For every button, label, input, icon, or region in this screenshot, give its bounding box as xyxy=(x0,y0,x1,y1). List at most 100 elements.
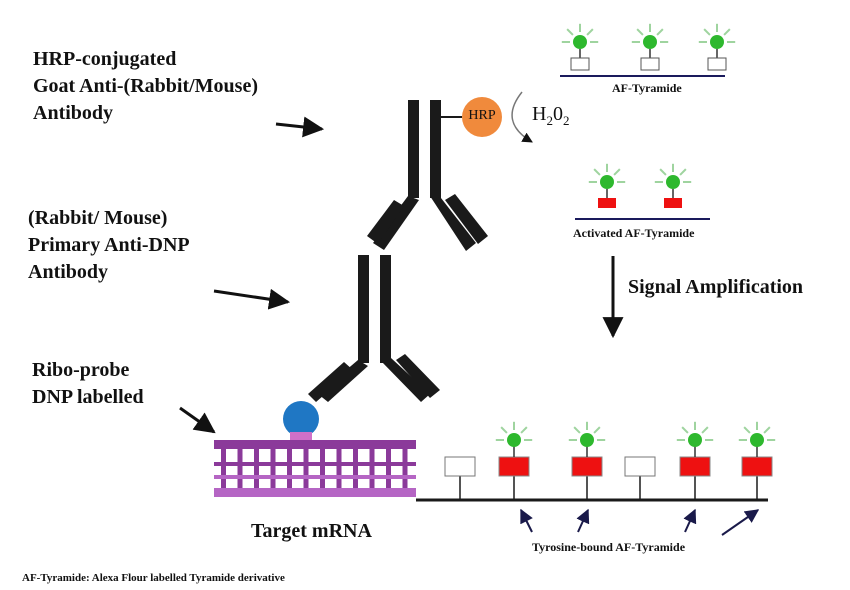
secondary-line-3: Antibody xyxy=(33,102,114,124)
tyramide-box xyxy=(741,456,773,477)
bound-af-tyramide xyxy=(738,421,776,500)
tyramide-box xyxy=(624,456,656,477)
bound-af-tyramide xyxy=(495,421,533,500)
mrna-rung xyxy=(303,449,309,488)
mrna-rung xyxy=(402,449,408,488)
fluorophore xyxy=(495,421,533,447)
mrna-rung xyxy=(237,449,243,488)
riboprobe-arrow xyxy=(179,406,216,434)
dnp-label xyxy=(283,401,319,437)
emission-ray xyxy=(681,426,689,434)
mrna-rung xyxy=(336,449,342,488)
signal-amplification-label: Signal Amplification xyxy=(628,276,804,298)
tyramide-box xyxy=(640,57,660,71)
fluor-dot xyxy=(573,35,587,49)
activated-af-tyramide-label: Activated AF-Tyramide xyxy=(573,226,695,240)
secondary-line-2: Goat Anti-(Rabbit/Mouse) xyxy=(33,75,258,97)
mrna-rung xyxy=(221,449,226,488)
secondary-line-1: HRP-conjugated xyxy=(33,48,177,70)
fluor-dot xyxy=(643,35,657,49)
fluorophore xyxy=(654,163,692,189)
bound-arrow xyxy=(576,508,590,533)
h2o2-text: H202 xyxy=(532,103,569,129)
emission-ray xyxy=(743,426,751,434)
mrna-rung xyxy=(369,449,375,488)
secondary-antibody xyxy=(367,100,488,251)
fluorophore xyxy=(631,23,669,49)
emission-ray xyxy=(586,28,594,36)
tyramide-box xyxy=(444,456,476,477)
primary-antibody-label: (Rabbit/ Mouse) Primary Anti-DNP Antibod… xyxy=(28,205,190,286)
fluor-dot xyxy=(507,433,521,447)
emission-ray xyxy=(566,28,574,36)
emission-ray xyxy=(500,426,508,434)
tyramide-box xyxy=(498,456,530,477)
fluor-dot xyxy=(710,35,724,49)
bound-arrow xyxy=(520,508,533,533)
emission-ray xyxy=(573,426,581,434)
mrna-rung xyxy=(287,449,292,488)
fluorophore xyxy=(676,421,714,447)
emission-ray xyxy=(613,168,621,176)
secondary-antibody-arrow xyxy=(275,116,325,138)
af-tyramide-label: AF-Tyramide xyxy=(612,81,682,95)
fluorophore xyxy=(588,163,626,189)
emission-ray xyxy=(679,168,687,176)
fluorophore xyxy=(698,23,736,49)
primary-line-1: (Rabbit/ Mouse) xyxy=(28,207,168,229)
emission-ray xyxy=(593,426,601,434)
target-mrna-label: Target mRNA xyxy=(251,520,372,542)
mrna-rung xyxy=(254,449,259,488)
tyramide-box xyxy=(664,198,682,208)
hrp-text: HRP xyxy=(468,108,496,123)
primary-line-3: Antibody xyxy=(28,261,109,283)
fluor-dot xyxy=(688,433,702,447)
tyramide-box xyxy=(598,198,616,208)
tyramide-box xyxy=(707,57,727,71)
mrna-rung xyxy=(353,449,358,488)
fluorophore xyxy=(568,421,606,447)
tyrosine-site xyxy=(624,456,656,500)
activated-af-tyramide-molecule xyxy=(588,163,626,208)
tyramide-box xyxy=(571,456,603,477)
mrna-rung xyxy=(270,449,276,488)
mrna-crossbar xyxy=(214,462,416,466)
bound-arrow xyxy=(721,509,760,536)
tyramide-box xyxy=(679,456,711,477)
emission-ray xyxy=(703,28,711,36)
fluor-dot xyxy=(666,175,680,189)
emission-ray xyxy=(520,426,528,434)
mrna-crossbar xyxy=(214,475,416,479)
fluor-dot xyxy=(600,175,614,189)
tyrosine-site xyxy=(444,456,476,500)
emission-ray xyxy=(636,28,644,36)
riboprobe-line-2: DNP labelled xyxy=(32,386,144,408)
fluorophore xyxy=(738,421,776,447)
tyrosine-bound-label: Tyrosine-bound AF-Tyramide xyxy=(532,540,686,554)
h2o2-o: 0 xyxy=(552,103,563,125)
primary-antibody xyxy=(308,255,440,402)
mrna-rung xyxy=(320,449,325,488)
activated-af-tyramide-molecule xyxy=(654,163,692,208)
mrna-rung xyxy=(386,449,391,488)
h2o2-h: H xyxy=(532,103,547,125)
reaction-arc-arrow xyxy=(511,91,533,143)
af-tyramide-molecule xyxy=(561,23,599,71)
af-tyramide-molecule xyxy=(631,23,669,71)
dnp-stem xyxy=(290,432,312,440)
emission-ray xyxy=(593,168,601,176)
emission-ray xyxy=(701,426,709,434)
fluor-dot xyxy=(750,433,764,447)
emission-ray xyxy=(723,28,731,36)
hrp-enzyme xyxy=(462,97,502,137)
primary-line-2: Primary Anti-DNP xyxy=(28,234,190,256)
riboprobe-label: Ribo-probe DNP labelled xyxy=(32,357,144,411)
tyramide-box xyxy=(570,57,590,71)
h2o2-sub-2: 2 xyxy=(562,113,570,128)
secondary-antibody-label: HRP-conjugated Goat Anti-(Rabbit/Mouse) … xyxy=(33,46,258,127)
primary-antibody-arrow xyxy=(213,288,291,310)
fluor-dot xyxy=(580,433,594,447)
footnote: AF-Tyramide: Alexa Flour labelled Tyrami… xyxy=(22,572,285,584)
emission-ray xyxy=(656,28,664,36)
